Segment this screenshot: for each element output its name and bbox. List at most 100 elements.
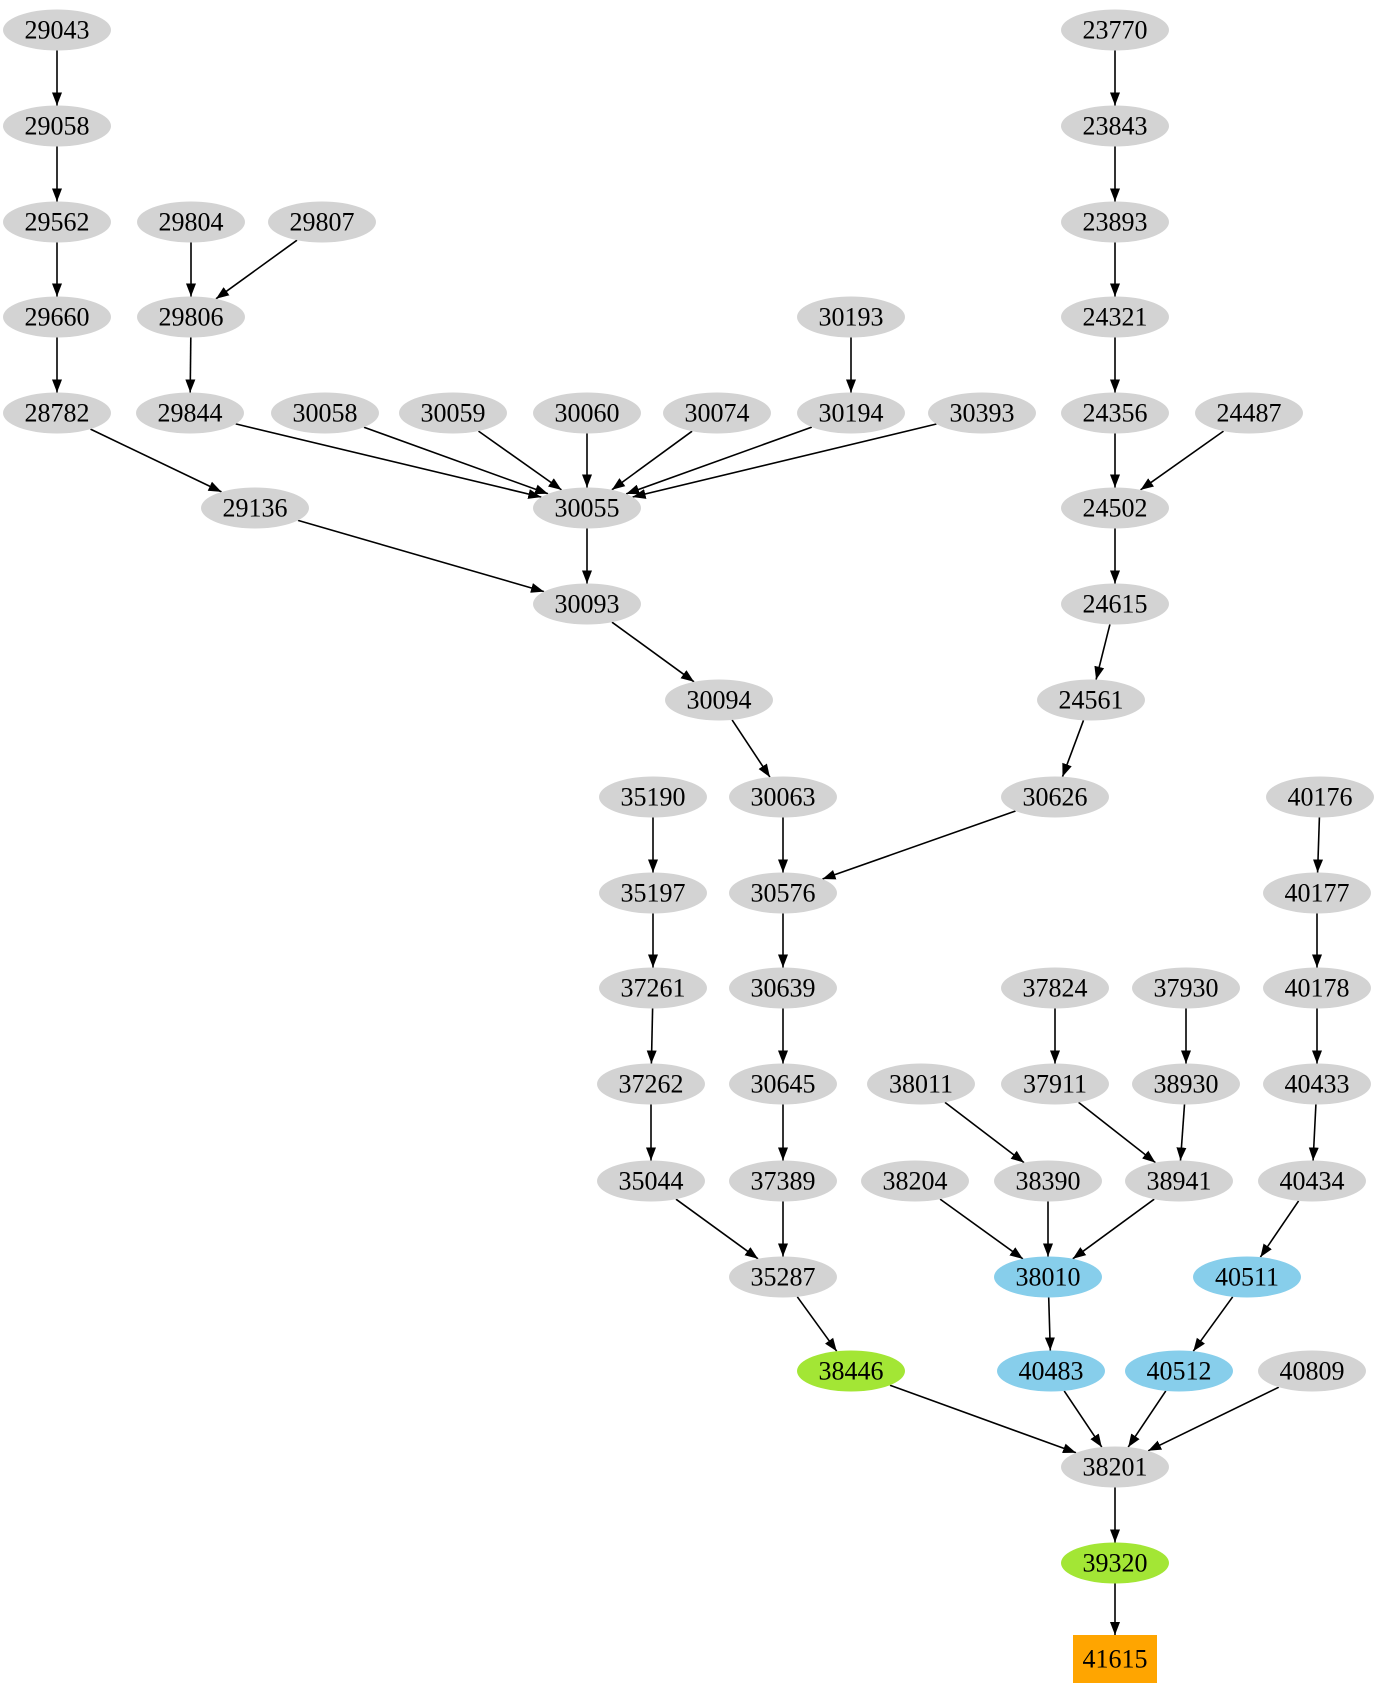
- node-ellipse-37911: [1001, 1063, 1109, 1105]
- node-ellipse-38011: [867, 1063, 975, 1105]
- node-ellipse-30094: [665, 679, 773, 721]
- edge-40434-40511: [1259, 1200, 1300, 1258]
- graph-node-41615: 41615: [1073, 1635, 1157, 1683]
- node-ellipse-30055: [533, 487, 641, 529]
- node-label-29806: 29806: [159, 303, 224, 332]
- edge-30626-30576: [822, 810, 1016, 880]
- node-ellipse-37262: [597, 1063, 705, 1105]
- graph-node-35190: 35190: [599, 776, 707, 818]
- edge-29136-30093: [297, 519, 545, 593]
- node-label-30194: 30194: [819, 399, 884, 428]
- edge-30194-30055: [625, 426, 813, 495]
- graph-node-38010: 38010: [994, 1256, 1102, 1298]
- graph-node-38201: 38201: [1061, 1446, 1169, 1488]
- node-ellipse-40809: [1258, 1350, 1366, 1392]
- node-ellipse-24615: [1061, 583, 1169, 625]
- node-label-23770: 23770: [1083, 16, 1148, 45]
- node-label-29136: 29136: [223, 494, 288, 523]
- graph-node-40434: 40434: [1258, 1160, 1366, 1202]
- node-ellipse-35197: [599, 872, 707, 914]
- graph-node-37389: 37389: [729, 1160, 837, 1202]
- graph-node-30639: 30639: [729, 967, 837, 1009]
- node-ellipse-38010: [994, 1256, 1102, 1298]
- node-label-29058: 29058: [25, 112, 90, 141]
- node-ellipse-40176: [1266, 776, 1374, 818]
- graph-node-30074: 30074: [663, 392, 771, 434]
- node-ellipse-29844: [136, 392, 244, 434]
- node-ellipse-29660: [3, 296, 111, 338]
- graph-node-38390: 38390: [994, 1160, 1102, 1202]
- graph-node-40433: 40433: [1263, 1063, 1371, 1105]
- graph-node-29806: 29806: [137, 296, 245, 338]
- node-label-30059: 30059: [421, 399, 486, 428]
- graph-node-35044: 35044: [597, 1160, 705, 1202]
- graph-node-40177: 40177: [1263, 872, 1371, 914]
- graph-node-29807: 29807: [268, 201, 376, 243]
- node-label-40177: 40177: [1285, 879, 1350, 908]
- node-ellipse-37824: [1001, 967, 1109, 1009]
- node-label-23843: 23843: [1083, 112, 1148, 141]
- graph-node-37262: 37262: [597, 1063, 705, 1105]
- node-ellipse-23893: [1061, 201, 1169, 243]
- edge-29844-30055: [235, 423, 542, 499]
- edge-28782-29136: [90, 428, 222, 493]
- graph-node-35287: 35287: [729, 1256, 837, 1298]
- node-label-24356: 24356: [1083, 399, 1148, 428]
- node-label-24487: 24487: [1217, 399, 1282, 428]
- node-ellipse-30059: [399, 392, 507, 434]
- node-label-40178: 40178: [1285, 974, 1350, 1003]
- node-ellipse-37930: [1132, 967, 1240, 1009]
- node-label-24321: 24321: [1083, 303, 1148, 332]
- node-label-38941: 38941: [1147, 1167, 1212, 1196]
- node-ellipse-30194: [797, 392, 905, 434]
- graph-node-23893: 23893: [1061, 201, 1169, 243]
- node-ellipse-38204: [861, 1160, 969, 1202]
- node-ellipse-30193: [797, 296, 905, 338]
- edge-40433-40434: [1308, 1104, 1319, 1161]
- edge-40809-38201: [1147, 1386, 1280, 1452]
- node-ellipse-30063: [729, 776, 837, 818]
- edge-38930-38941: [1176, 1104, 1187, 1161]
- node-label-30063: 30063: [751, 783, 816, 812]
- node-label-38390: 38390: [1016, 1167, 1081, 1196]
- graph-node-38941: 38941: [1125, 1160, 1233, 1202]
- node-label-40483: 40483: [1019, 1357, 1084, 1386]
- node-label-38204: 38204: [883, 1167, 948, 1196]
- graph-node-23770: 23770: [1061, 9, 1169, 51]
- graph-node-30060: 30060: [533, 392, 641, 434]
- node-label-30074: 30074: [685, 399, 750, 428]
- edge-38446-38201: [889, 1384, 1077, 1454]
- graph-node-40512: 40512: [1125, 1350, 1233, 1392]
- node-ellipse-30093: [533, 583, 641, 625]
- node-ellipse-24487: [1195, 392, 1303, 434]
- graph-node-30645: 30645: [729, 1063, 837, 1105]
- node-ellipse-40512: [1125, 1350, 1233, 1392]
- node-label-30093: 30093: [555, 590, 620, 619]
- node-label-37824: 37824: [1023, 974, 1088, 1003]
- edge-38941-38010: [1072, 1198, 1155, 1260]
- graph-node-30194: 30194: [797, 392, 905, 434]
- node-label-29660: 29660: [25, 303, 90, 332]
- node-label-38010: 38010: [1016, 1263, 1081, 1292]
- node-label-40511: 40511: [1215, 1263, 1279, 1292]
- node-label-30393: 30393: [950, 399, 1015, 428]
- graph-node-30626: 30626: [1001, 776, 1109, 818]
- node-label-30060: 30060: [555, 399, 620, 428]
- edge-38204-38010: [939, 1198, 1024, 1260]
- edges-layer: [52, 50, 1324, 1635]
- edge-37261-37262: [646, 1008, 657, 1064]
- node-ellipse-37389: [729, 1160, 837, 1202]
- edge-40512-38201: [1127, 1390, 1167, 1448]
- graph-node-24615: 24615: [1061, 583, 1169, 625]
- node-label-38930: 38930: [1154, 1070, 1219, 1099]
- edge-35044-35287: [675, 1198, 759, 1260]
- graph-node-30093: 30093: [533, 583, 641, 625]
- graph-node-38204: 38204: [861, 1160, 969, 1202]
- node-label-35044: 35044: [619, 1167, 684, 1196]
- edge-40176-40177: [1313, 817, 1324, 873]
- node-ellipse-24561: [1037, 679, 1145, 721]
- node-label-38446: 38446: [819, 1357, 884, 1386]
- node-label-28782: 28782: [25, 399, 90, 428]
